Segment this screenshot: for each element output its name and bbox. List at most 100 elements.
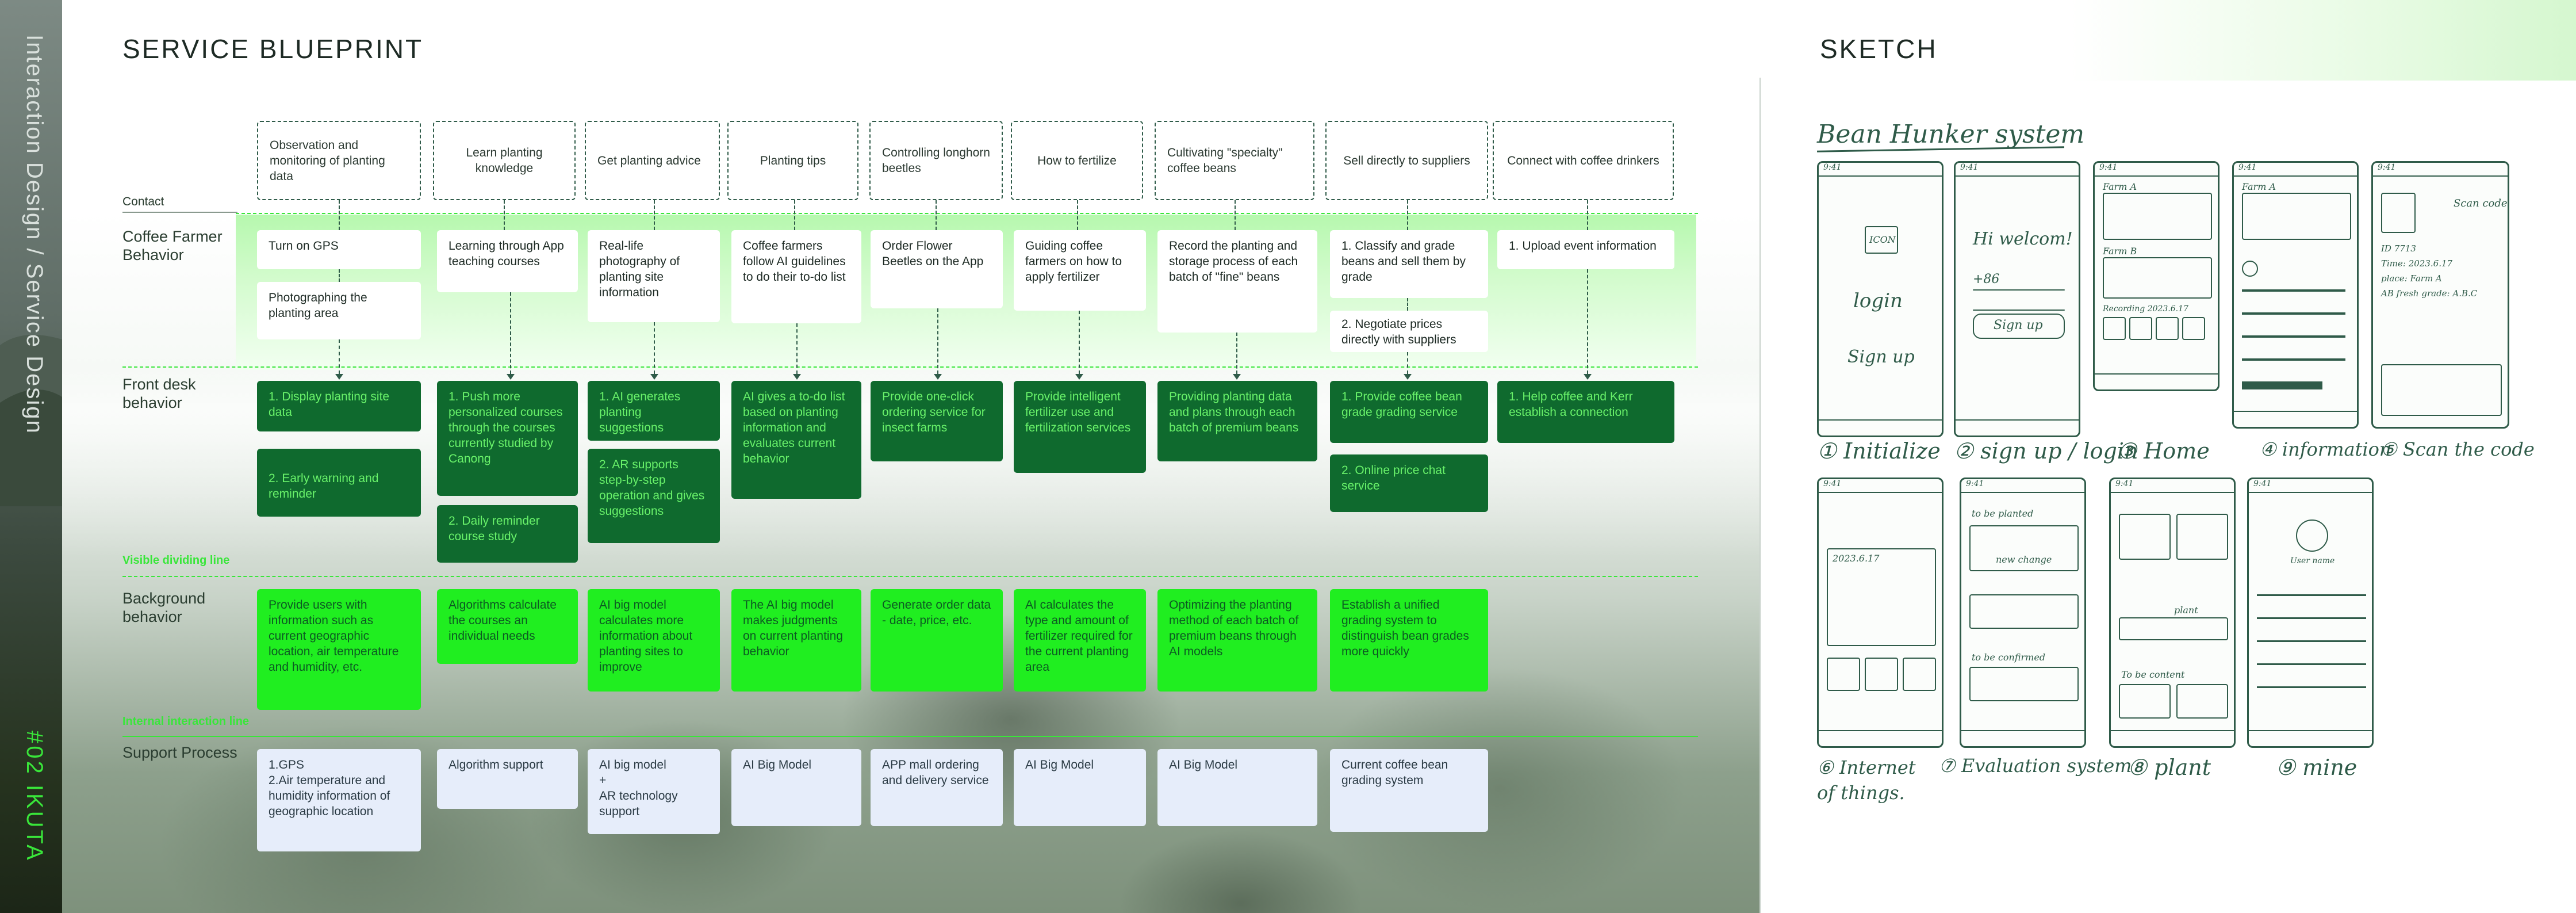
farmer-box-1b: Photographing the planting area bbox=[257, 282, 421, 339]
internal-interaction-line bbox=[122, 736, 1698, 737]
sketch-caption: ③ Home bbox=[2117, 438, 2210, 464]
plant-card bbox=[2119, 684, 2171, 719]
contact-box-2: Learn planting knowledge bbox=[433, 121, 576, 200]
contact-box-6: How to fertilize bbox=[1011, 121, 1143, 200]
status-bar: 9:41 bbox=[2373, 163, 2508, 177]
background-box-1: Provide users with information such as c… bbox=[257, 589, 421, 710]
front-box-3a: 1. AI generates planting suggestions bbox=[588, 381, 720, 441]
connector bbox=[1236, 333, 1237, 374]
sketch-text: Farm A bbox=[2103, 181, 2137, 192]
signup-button bbox=[1973, 314, 2065, 339]
status-bar: 9:41 bbox=[1961, 479, 2084, 493]
sketch-text: to be confirmed bbox=[1972, 652, 2046, 663]
arrowhead bbox=[650, 374, 658, 380]
contact-box-5: Controlling longhorn beetles bbox=[869, 121, 1003, 200]
front-box-3b: 2. AR supports step-by-step operation an… bbox=[588, 449, 720, 543]
thumb bbox=[2156, 317, 2179, 340]
front-box-1b: 2. Early warning and reminder bbox=[257, 449, 421, 517]
arrowhead bbox=[793, 374, 801, 380]
contact-box-4: Planting tips bbox=[727, 121, 858, 200]
sketch-text: AB fresh grade: A.B.C bbox=[2381, 288, 2478, 299]
tab-bar bbox=[1819, 419, 1942, 436]
tab-bar bbox=[1961, 730, 2084, 746]
plant-row bbox=[2119, 617, 2228, 640]
farmer-box-8a: 1. Classify and grade beans and sell the… bbox=[1330, 230, 1488, 298]
status-bar: 9:41 bbox=[1819, 163, 1942, 177]
background-box-5: Generate order data - date, price, etc. bbox=[871, 589, 1003, 692]
connector bbox=[1407, 298, 1408, 311]
sketch-screen-information: 9:41 Farm A bbox=[2232, 161, 2359, 429]
tab-bar bbox=[2249, 730, 2372, 746]
farm-map bbox=[2103, 257, 2212, 299]
side-strip: Interaction Design / Service Design #02 … bbox=[0, 0, 62, 913]
list-line bbox=[2257, 686, 2366, 688]
sketch-screen-home: 9:41 Farm A Farm B Recording 2023.6.17 bbox=[2093, 161, 2220, 391]
sketch-caption: ⑤ Scan the code bbox=[2380, 438, 2535, 460]
sketch-screen-mine: 9:41 User name bbox=[2247, 477, 2374, 748]
sketch-text: Recording 2023.6.17 bbox=[2103, 304, 2188, 314]
connector bbox=[1235, 200, 1236, 230]
sketch-title: SKETCH bbox=[1820, 34, 1938, 64]
plant-card bbox=[2176, 684, 2228, 719]
sketch-text: +86 bbox=[1973, 272, 2000, 286]
sketch-screen-evaluation: 9:41 to be planted new change to be conf… bbox=[1960, 477, 2086, 748]
support-box-1: 1.GPS 2.Air temperature and humidity inf… bbox=[257, 749, 421, 851]
support-box-2: Algorithm support bbox=[437, 749, 578, 809]
sketch-text: Sign up bbox=[1994, 318, 2043, 333]
list-line bbox=[2242, 289, 2345, 292]
contact-box-3: Get planting advice bbox=[585, 121, 720, 200]
connector bbox=[339, 339, 340, 374]
avatar bbox=[2242, 261, 2258, 277]
connector bbox=[339, 269, 340, 282]
item-card bbox=[1969, 667, 2079, 701]
background-box-8: Establish a unified grading system to di… bbox=[1330, 589, 1488, 692]
sketch-text: ICON bbox=[1869, 234, 1896, 245]
sketch-caption: ⑧ plant bbox=[2128, 755, 2211, 780]
tab-bar bbox=[2234, 411, 2357, 427]
contact-box-7: Cultivating "specialty" coffee beans bbox=[1155, 121, 1314, 200]
farm-map bbox=[2103, 193, 2212, 240]
list-line bbox=[2257, 663, 2366, 665]
farm-map bbox=[2242, 193, 2351, 240]
sensor-tile bbox=[1865, 658, 1898, 691]
line-chart bbox=[1827, 548, 1936, 646]
status-bar: 9:41 bbox=[2111, 479, 2234, 493]
support-box-3: AI big model + AR technology support bbox=[588, 749, 720, 834]
visible-dividing-line bbox=[122, 576, 1698, 577]
progress-bar bbox=[2242, 381, 2322, 389]
sketch-caption: ⑨ mine bbox=[2276, 755, 2358, 780]
connector bbox=[1407, 200, 1408, 230]
section-divider bbox=[1759, 78, 1761, 913]
contact-box-9: Connect with coffee drinkers bbox=[1493, 121, 1674, 200]
row-label-support: Support Process bbox=[122, 744, 237, 761]
tab-bar bbox=[2111, 730, 2234, 746]
sketch-text: to be planted bbox=[1972, 508, 2034, 519]
app-icon bbox=[1865, 226, 1898, 254]
arrowhead bbox=[934, 374, 942, 380]
sketch-caption: ② sign up / login bbox=[1954, 438, 2138, 464]
hillside-image bbox=[0, 335, 62, 506]
background-box-4: The AI big model makes judgments on curr… bbox=[731, 589, 861, 692]
sketch-system-name: Bean Hunker system bbox=[1817, 120, 2085, 149]
sketch-text: Farm B bbox=[2103, 246, 2137, 257]
row-label-farmer: Coffee Farmer Behavior bbox=[122, 228, 223, 263]
sketch-screen-iot: 9:41 2023.6.17 bbox=[1817, 477, 1943, 748]
contact-line bbox=[236, 213, 1698, 214]
sketch-text: To be content bbox=[2121, 669, 2185, 680]
support-box-7: AI Big Model bbox=[1157, 749, 1317, 826]
connector bbox=[936, 200, 937, 230]
blueprint-title: SERVICE BLUEPRINT bbox=[122, 34, 424, 64]
connector bbox=[1079, 311, 1080, 374]
farmer-box-4: Coffee farmers follow AI guidelines to d… bbox=[731, 230, 861, 323]
row-label-contact: Contact bbox=[122, 195, 164, 208]
sketch-text: Sign up bbox=[1847, 347, 1915, 367]
front-box-2a: 1. Push more personalized courses throug… bbox=[437, 381, 578, 496]
sketch-text: Scan code bbox=[2454, 197, 2508, 209]
status-bar: 9:41 bbox=[2095, 163, 2218, 177]
support-box-5: APP mall ordering and delivery service bbox=[871, 749, 1003, 826]
farmer-box-3: Real-life photography of planting site i… bbox=[588, 230, 720, 322]
connector bbox=[796, 323, 798, 374]
background-box-7: Optimizing the planting method of each b… bbox=[1157, 589, 1317, 692]
support-box-4: AI Big Model bbox=[731, 749, 861, 826]
list-line bbox=[2257, 617, 2366, 619]
